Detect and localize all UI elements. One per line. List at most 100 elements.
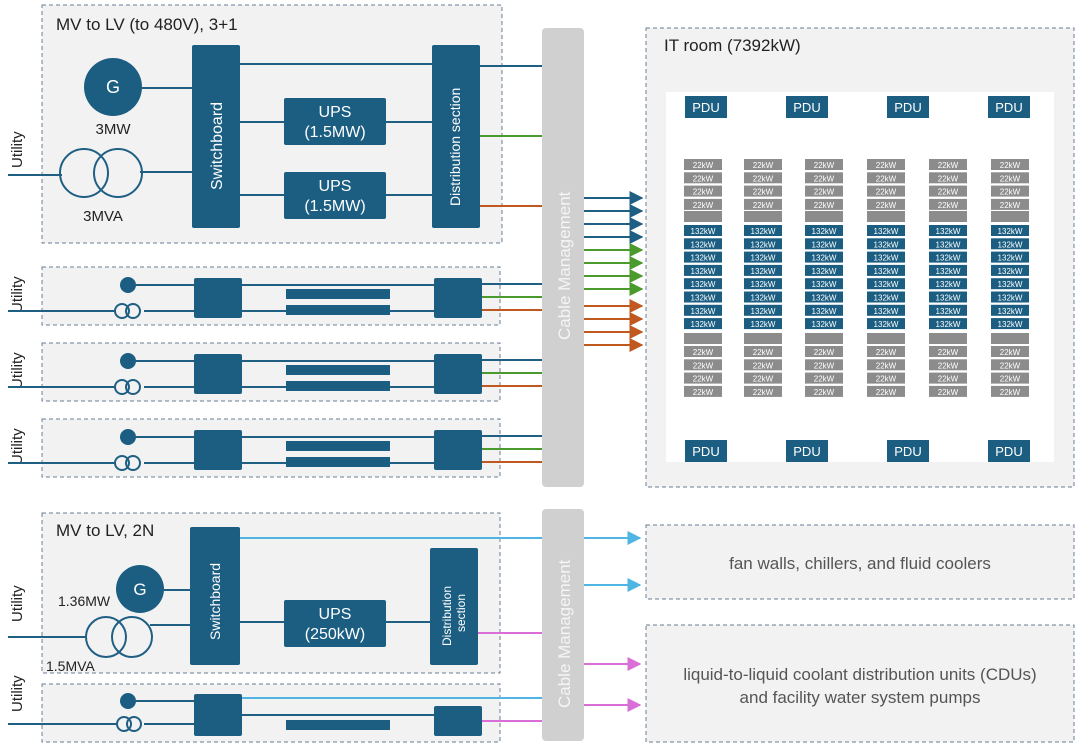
ups1-label: UPS — [319, 104, 352, 121]
rack-22kw-label: 22kW — [753, 188, 774, 197]
generator-symbol: G — [106, 77, 120, 97]
pdu-box — [988, 440, 1030, 462]
top-section-panel — [41, 4, 503, 244]
bottom-transformer-rating: 1.5MVA — [46, 658, 95, 674]
ups-block-1 — [284, 98, 386, 145]
rack-132kw — [929, 291, 967, 303]
rack-132kw — [805, 278, 843, 290]
pdu: PDU — [685, 96, 727, 118]
rack-22kw-label: 22kW — [876, 375, 897, 384]
rack-132kw — [744, 251, 782, 263]
pdu-label: PDU — [793, 100, 820, 115]
reserve-ups-1 — [286, 289, 390, 299]
rack-spacer — [744, 333, 782, 344]
rack-132kw — [991, 291, 1029, 303]
rack-132kw-label: 132kW — [751, 240, 776, 249]
rack-22kw — [684, 372, 722, 384]
rack-132kw-label: 132kW — [874, 320, 899, 329]
rack-22kw — [991, 346, 1029, 357]
bottom-ups-label: UPS — [319, 606, 352, 623]
rack-column: 22kW22kW22kW22kW132kW132kW132kW132kW132k… — [805, 159, 843, 397]
rack-132kw-label: 132kW — [874, 240, 899, 249]
reserve-row-panel — [41, 342, 501, 402]
rack-22kw-label: 22kW — [693, 174, 714, 183]
pdu-box — [887, 96, 929, 118]
reserve-row-panel — [41, 266, 501, 326]
pdu: PDU — [786, 440, 828, 462]
bottom-section-title: MV to LV, 2N — [56, 521, 154, 540]
rack-22kw — [684, 159, 722, 170]
rack-132kw-label: 132kW — [691, 267, 716, 276]
rack-22kw — [929, 172, 967, 184]
rack-22kw — [867, 346, 905, 357]
rack-132kw — [744, 278, 782, 290]
rack-132kw-label: 132kW — [874, 280, 899, 289]
pdu-label: PDU — [894, 444, 921, 459]
rack-22kw — [867, 372, 905, 384]
pdu: PDU — [887, 440, 929, 462]
rack-22kw — [684, 359, 722, 371]
cdu-panel — [645, 624, 1075, 743]
rack-22kw-label: 22kW — [1000, 388, 1021, 397]
rack-132kw-label: 132kW — [874, 227, 899, 236]
reserve-distribution — [434, 354, 482, 394]
pdu: PDU — [887, 96, 929, 118]
cable-management-top-label: Cable Management — [555, 191, 574, 340]
rack-132kw-label: 132kW — [936, 320, 961, 329]
reserve-transformer-icon — [114, 303, 141, 319]
rack-22kw-label: 22kW — [693, 375, 714, 384]
rack-22kw-label: 22kW — [814, 388, 835, 397]
reserve-row: Utility — [8, 418, 542, 478]
rack-22kw-label: 22kW — [1000, 188, 1021, 197]
rack-132kw-label: 132kW — [874, 307, 899, 316]
pdu-box — [786, 96, 828, 118]
top-section-wires — [8, 63, 432, 196]
reserve-utility-label: Utility — [9, 352, 26, 389]
reserve-generator-icon — [120, 353, 136, 369]
top-section-title: MV to LV (to 480V), 3+1 — [56, 15, 238, 34]
rack-22kw-label: 22kW — [1000, 161, 1021, 170]
rack-22kw — [805, 385, 843, 397]
reserve-ups-1 — [286, 441, 390, 451]
rack-column: 22kW22kW22kW22kW132kW132kW132kW132kW132k… — [929, 159, 967, 397]
distribution-label: Distribution section — [447, 88, 463, 206]
rack-22kw-label: 22kW — [753, 388, 774, 397]
bottom-generator-icon — [116, 565, 164, 613]
rack-22kw — [684, 172, 722, 184]
rack-22kw-label: 22kW — [753, 174, 774, 183]
fans-label: fan walls, chillers, and fluid coolers — [729, 554, 991, 573]
rack-22kw-label: 22kW — [876, 388, 897, 397]
rack-132kw — [991, 318, 1029, 330]
rack-grid: 22kW 22kW 22kW 22kW 132kW 132kW 132kW 132kW 132k… — [684, 159, 1029, 397]
bottom-transformer-icon — [85, 616, 153, 658]
rack-132kw-label: 132kW — [812, 254, 837, 263]
rack-22kw — [805, 346, 843, 357]
rack-spacer — [929, 333, 967, 344]
rack-132kw — [991, 264, 1029, 276]
rack-spacer — [867, 211, 905, 222]
rack-22kw-label: 22kW — [814, 348, 835, 357]
rack-22kw-label: 22kW — [693, 188, 714, 197]
bottom-generator-rating: 1.36MW — [58, 593, 111, 609]
rack-132kw — [867, 291, 905, 303]
bottom-distribution-block — [430, 548, 478, 665]
rack-22kw — [744, 385, 782, 397]
generator-rating: 3MW — [96, 121, 132, 138]
rack-22kw-label: 22kW — [1000, 375, 1021, 384]
rack-132kw-label: 132kW — [998, 240, 1023, 249]
pdu-box — [887, 440, 929, 462]
rack-22kw-label: 22kW — [876, 161, 897, 170]
rack-22kw-label: 22kW — [1000, 201, 1021, 210]
reserve-generator-icon — [120, 429, 136, 445]
cable-management-top — [542, 28, 584, 487]
rack-132kw — [929, 278, 967, 290]
rack-22kw — [867, 172, 905, 184]
rack-132kw — [867, 225, 905, 236]
distribution-block — [432, 45, 480, 228]
rack-132kw-label: 132kW — [751, 320, 776, 329]
reserve-transformer-icon — [114, 455, 141, 471]
rack-132kw — [867, 251, 905, 263]
rack-22kw-label: 22kW — [693, 201, 714, 210]
bottom-switchboard-block — [190, 527, 240, 665]
